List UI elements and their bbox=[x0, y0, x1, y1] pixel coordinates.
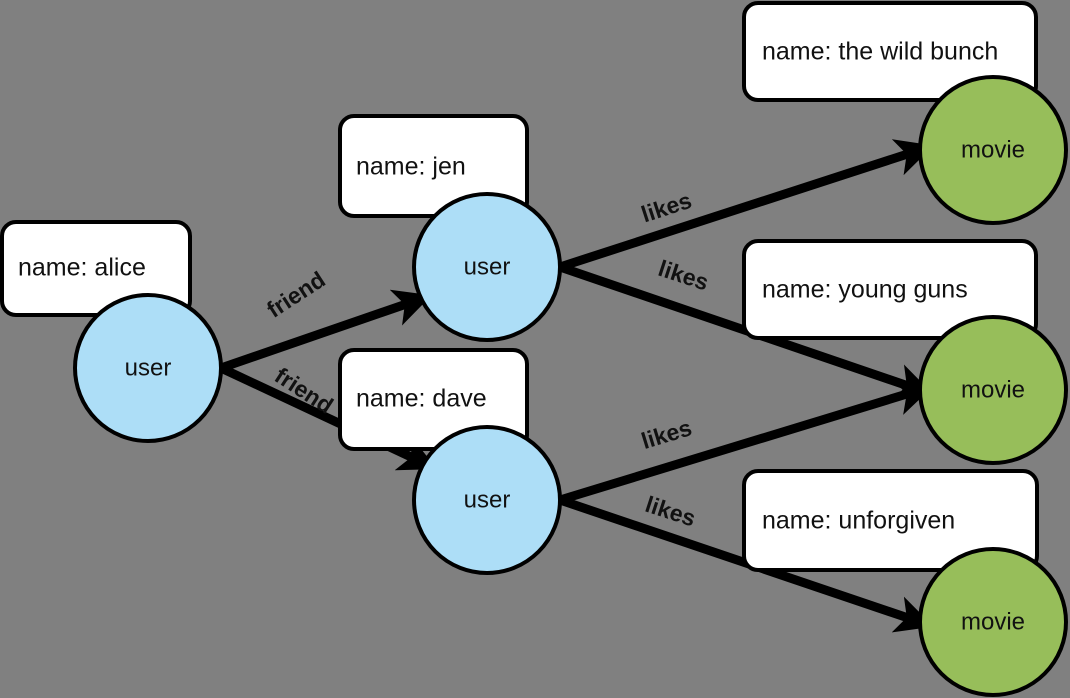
edge-label-alice-friend-jen: friend bbox=[262, 266, 330, 323]
property-box-text: name: alice bbox=[18, 254, 146, 282]
edge-line bbox=[219, 289, 432, 373]
property-box-text: name: the wild bunch bbox=[762, 38, 998, 66]
property-box-dave[interactable]: name: dave bbox=[338, 348, 529, 451]
edge-label-dave-likes-unforgiven: likes bbox=[642, 491, 699, 532]
node-label: movie bbox=[961, 136, 1025, 163]
edge-line bbox=[558, 495, 934, 633]
edge-jen-likes-wildbunch[interactable] bbox=[558, 139, 934, 272]
edge-dave-likes-youngguns[interactable] bbox=[558, 378, 934, 505]
edge-label-jen-likes-wildbunch: likes bbox=[638, 187, 695, 228]
edge-line bbox=[558, 262, 934, 401]
edge-group bbox=[219, 139, 934, 633]
node-label: user bbox=[464, 486, 511, 513]
property-box-text: name: dave bbox=[356, 385, 487, 413]
node-wildbunch[interactable]: movie bbox=[918, 75, 1068, 225]
node-circle bbox=[918, 75, 1068, 225]
property-box-wildbunch[interactable]: name: the wild bunch bbox=[742, 1, 1038, 102]
node-label: movie bbox=[961, 376, 1025, 403]
node-circle bbox=[412, 425, 562, 575]
edge-label-group: friend friend likes likes likes likes bbox=[262, 187, 712, 532]
property-box-unforgiven[interactable]: name: unforgiven bbox=[742, 469, 1039, 572]
node-label: user bbox=[125, 354, 172, 381]
property-box-alice[interactable]: name: alice bbox=[0, 220, 192, 317]
edge-dave-likes-unforgiven[interactable] bbox=[558, 495, 934, 633]
node-circle bbox=[918, 547, 1068, 697]
property-box-youngguns[interactable]: name: young guns bbox=[742, 239, 1038, 340]
edge-label-alice-friend-dave: friend bbox=[270, 362, 338, 419]
property-box-shape bbox=[742, 1, 1038, 102]
node-unforgiven[interactable]: movie bbox=[918, 547, 1068, 697]
node-label: movie bbox=[961, 608, 1025, 635]
property-box-text: name: unforgiven bbox=[762, 507, 955, 535]
node-group: user user user movie movie movie bbox=[73, 75, 1068, 697]
node-circle bbox=[918, 315, 1068, 465]
property-box-text: name: jen bbox=[356, 153, 466, 181]
node-circle bbox=[73, 293, 223, 443]
property-box-shape bbox=[742, 239, 1038, 340]
edge-line bbox=[558, 378, 934, 505]
edge-label-dave-likes-youngguns: likes bbox=[638, 414, 695, 454]
node-youngguns[interactable]: movie bbox=[918, 315, 1068, 465]
edge-line bbox=[558, 139, 934, 272]
property-box-text: name: young guns bbox=[762, 276, 968, 304]
node-circle bbox=[412, 192, 562, 342]
edge-label-jen-likes-youngguns: likes bbox=[655, 255, 712, 296]
edge-jen-likes-youngguns[interactable] bbox=[558, 262, 934, 401]
node-dave[interactable]: user bbox=[412, 425, 562, 575]
property-box-shape bbox=[742, 469, 1039, 572]
node-alice[interactable]: user bbox=[73, 293, 223, 443]
edge-alice-friend-jen[interactable] bbox=[219, 289, 432, 373]
node-label: user bbox=[464, 253, 511, 280]
node-jen[interactable]: user bbox=[412, 192, 562, 342]
property-box-group: name: alice name: jen name: dave name: the … bbox=[0, 1, 1039, 572]
